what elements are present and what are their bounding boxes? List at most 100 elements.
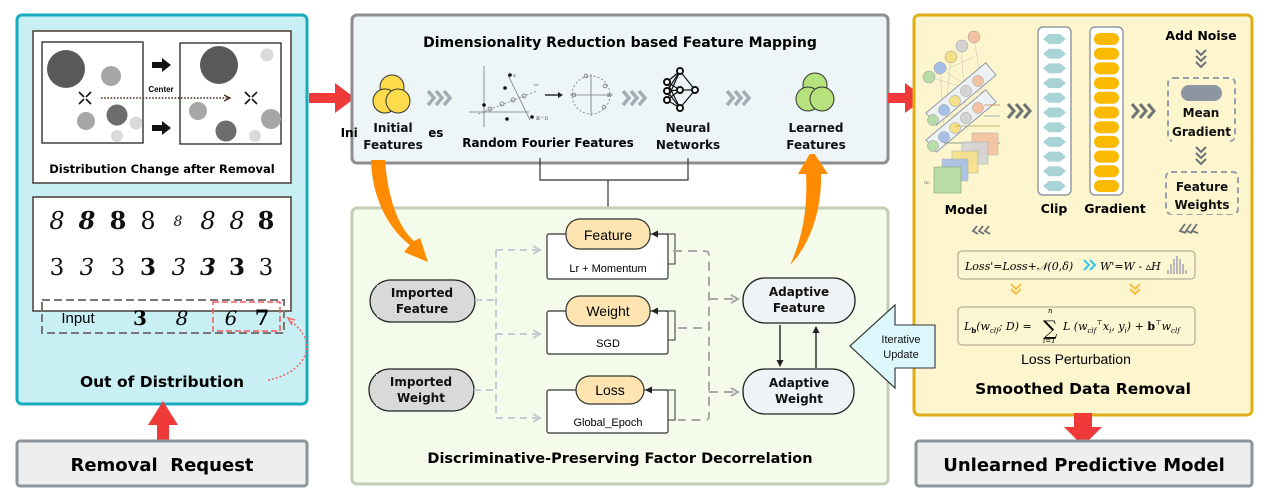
input-label: Input — [61, 310, 95, 327]
gradient-cell — [1094, 180, 1119, 192]
input-digit: 3 — [133, 306, 147, 330]
loss-tag-label: Loss — [595, 382, 625, 398]
model-label: Model — [945, 202, 988, 217]
svg-text:Lb(wclf; D) =: Lb(wclf; D) = — [963, 320, 1032, 335]
feature-tag-label: Feature — [584, 227, 632, 243]
flow-arrow-to-mapping — [309, 83, 355, 113]
flow-arrow-to-smoothing — [888, 83, 925, 113]
loss-noise-formula: Loss'=Loss+𝒩(0,δ) — [964, 260, 1073, 273]
neural-networks-label-2: Networks — [656, 137, 720, 151]
imported-weight-line2: Weight — [397, 392, 445, 406]
loss-block-sub: Global_Epoch — [573, 417, 642, 429]
weight-tag-label: Weight — [586, 303, 629, 319]
data-cluster — [101, 66, 121, 86]
data-cluster — [129, 116, 143, 130]
imported-feature-line2: Feature — [396, 302, 448, 316]
feature-block-sub: Lr + Momentum — [569, 263, 646, 275]
removal-request-label: Removal Request — [70, 455, 253, 476]
gradient-cell — [1094, 150, 1119, 163]
mapping-connector — [539, 158, 689, 181]
loss-perturbation-label: Loss Perturbation — [1021, 351, 1131, 367]
gradient-cell — [1094, 91, 1119, 104]
model-sub-label: (b) — [924, 180, 930, 185]
weight-tag — [565, 295, 651, 327]
gradient-cell — [1094, 62, 1119, 75]
clip-cell — [1043, 48, 1066, 59]
weight-block-sub: SGD — [596, 338, 620, 350]
gradient-cell — [1094, 121, 1119, 134]
initial-features-icon — [372, 74, 411, 114]
clip-cell — [1043, 181, 1066, 191]
digit: 8 — [258, 206, 275, 235]
feature-loop-arrow — [651, 230, 676, 265]
rff-r2-label: ℝ² — [607, 93, 613, 99]
clip-cell — [1043, 151, 1066, 162]
adaptive-weight-line1: Adaptive — [769, 377, 829, 391]
gradient-label: Gradient — [1084, 201, 1145, 216]
imported-weight-line1: Imported — [390, 376, 452, 390]
clip-cell — [1043, 166, 1066, 177]
orange-arrow-up — [790, 150, 828, 265]
imported-feature-line1: Imported — [391, 286, 453, 300]
decorrelation-title: Discriminative-Preserving Factor Decorre… — [427, 451, 812, 467]
rff-rd-label: ℝ^D — [536, 115, 548, 122]
random-fourier-features-plot — [469, 66, 612, 127]
feature-tag — [565, 218, 651, 250]
loss-tag — [575, 375, 645, 405]
svg-text:∑: ∑ — [1043, 316, 1058, 340]
ood-pointer-arrowhead — [286, 316, 296, 326]
noise-formula-box — [957, 250, 1196, 280]
chevrons-back-icon — [1178, 223, 1199, 234]
data-cluster — [77, 112, 95, 130]
clip-cell — [1043, 122, 1066, 133]
data-cluster — [261, 109, 281, 129]
digit-row-threes: 3 3 3 3 3 3 3 3 — [50, 254, 274, 281]
digit: 8 — [174, 214, 183, 230]
digit: 8 — [140, 207, 155, 235]
removal-request-box[interactable] — [15, 439, 309, 488]
feature-weights-box — [1165, 171, 1239, 215]
digit: 3 — [140, 254, 156, 281]
digit: 3 — [50, 255, 65, 281]
ood-highlight-box — [212, 301, 281, 332]
output-arrow — [1064, 413, 1102, 446]
distribution-caption: Distribution Change after Removal — [49, 162, 274, 176]
digit: 8 — [229, 207, 244, 235]
clip-cell — [1043, 107, 1066, 118]
input-sample-row — [41, 299, 285, 334]
initial-features-label: Initial Features — [341, 126, 444, 140]
right-arrow-icon — [152, 121, 171, 135]
chevrons-down-icon — [1195, 49, 1207, 69]
digit: 3 — [172, 255, 187, 281]
chevrons-icon — [725, 89, 752, 107]
input-digit: 8 — [176, 306, 189, 330]
clip-cell — [1043, 78, 1066, 89]
chevrons-icon — [1130, 103, 1156, 119]
mnist-samples-box — [32, 196, 292, 312]
chevrons-down-icon — [1129, 283, 1141, 296]
feature-weights-line2: Weights — [1173, 196, 1228, 210]
gradient-cell — [1094, 135, 1119, 148]
data-cluster — [106, 104, 128, 126]
weight-loop-arrow — [651, 307, 676, 341]
unlearned-model-box[interactable] — [914, 439, 1254, 488]
center-marker-icon — [244, 91, 258, 105]
iterative-update-label-2: Update — [884, 350, 919, 362]
clip-cell — [1043, 92, 1066, 103]
gradient-cell — [1094, 77, 1119, 90]
loss-formula-box — [957, 306, 1196, 346]
chevrons-icon — [621, 89, 648, 107]
digit: 3 — [80, 255, 95, 281]
right-arrow-icon — [152, 58, 171, 72]
digit: 8 — [49, 207, 64, 235]
initial-features-label-line1: Initial Features — [341, 126, 444, 140]
mean-gradient-line2: Gradient — [1172, 123, 1231, 137]
learned-features-icon — [795, 72, 835, 112]
iterative-update-label-1: Iterative — [882, 335, 921, 347]
removal-request-arrow — [148, 401, 178, 445]
digit: 3 — [259, 255, 274, 281]
neural-network-icon — [663, 67, 699, 112]
feature-mapping-title: Dimensionality Reduction based Feature M… — [423, 35, 817, 51]
